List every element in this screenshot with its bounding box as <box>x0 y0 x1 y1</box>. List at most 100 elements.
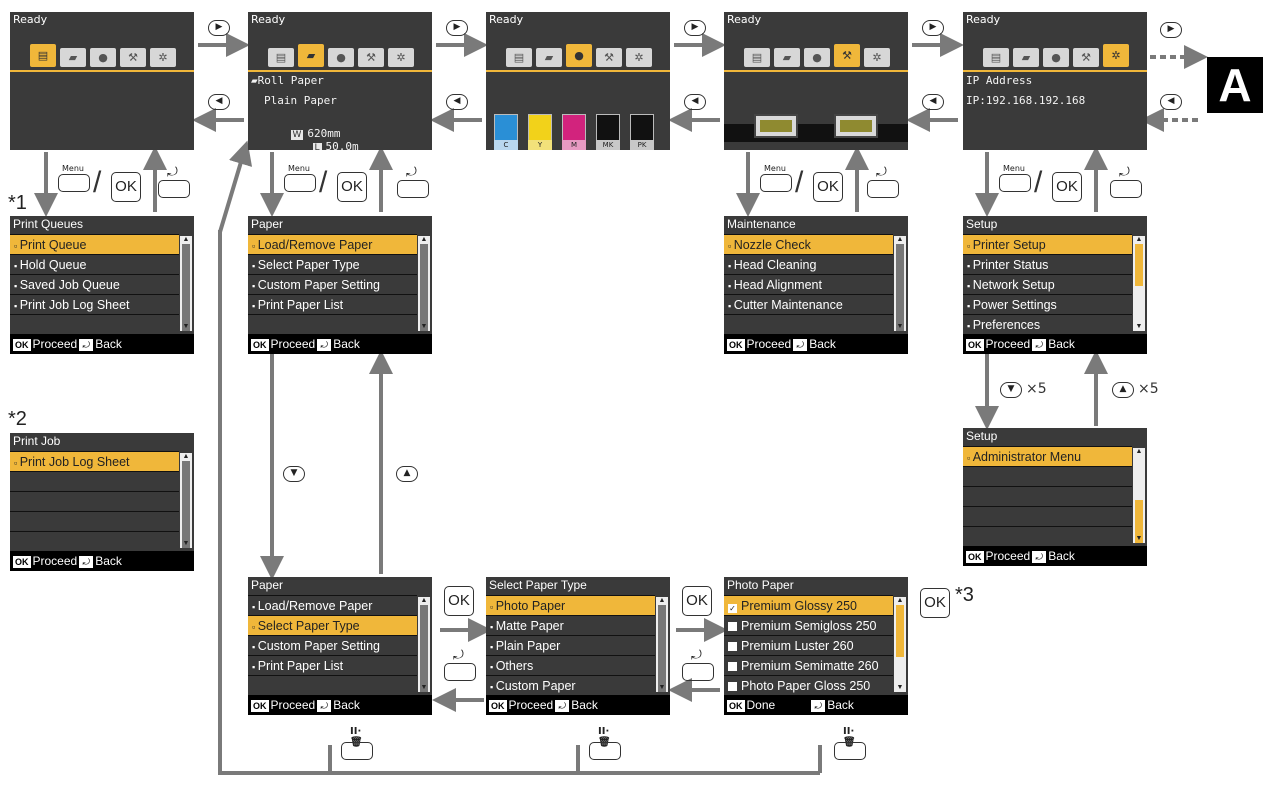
scroll-down-icon[interactable]: ▼ <box>658 684 666 691</box>
scroll-down-icon[interactable]: ▼ <box>1135 323 1143 330</box>
menu-list: ▫ Nozzle Check▪ Head Cleaning▪ Head Alig… <box>724 234 893 334</box>
menu-item-label: Print Job Log Sheet <box>19 455 130 469</box>
menu-button-setup: Menu <box>999 164 1031 192</box>
menu-item[interactable]: ▪ Load/Remove Paper <box>248 595 417 615</box>
bullet-icon: ▫ <box>14 241 20 251</box>
menu-item[interactable] <box>10 531 179 551</box>
scrollbar[interactable]: ▲▼ <box>1133 448 1145 543</box>
menu-item[interactable]: Photo Paper Gloss 250 <box>724 675 893 695</box>
menu-item[interactable]: ▫ Print Job Log Sheet <box>10 451 179 471</box>
queue-tab-icon: ▤ <box>744 48 770 67</box>
scroll-up-icon[interactable]: ▲ <box>420 236 428 243</box>
menu-item[interactable]: ▪ Matte Paper <box>486 615 655 635</box>
menu-item[interactable] <box>10 491 179 511</box>
menu-title: Print Queues <box>13 217 84 231</box>
menu-title: Photo Paper <box>727 578 794 592</box>
scroll-down-icon[interactable]: ▼ <box>1135 535 1143 542</box>
menu-item[interactable]: ▪ Saved Job Queue <box>10 274 179 294</box>
scrollbar[interactable]: ▲▼ <box>418 597 430 692</box>
scrollbar[interactable]: ▲▼ <box>1133 236 1145 331</box>
menu-item[interactable]: Premium Semigloss 250 <box>724 615 893 635</box>
menu-item[interactable] <box>963 466 1132 486</box>
menu-item[interactable]: ▪ Head Cleaning <box>724 254 893 274</box>
scroll-down-icon[interactable]: ▼ <box>182 323 190 330</box>
menu-item[interactable]: ▪ Head Alignment <box>724 274 893 294</box>
ok-key-icon: OK <box>251 339 269 351</box>
menu-item[interactable]: ▫ Administrator Menu <box>963 446 1132 466</box>
menu-item[interactable]: Premium Semimatte 260 <box>724 655 893 675</box>
scrollbar[interactable]: ▲▼ <box>894 236 906 331</box>
menu-item[interactable] <box>10 511 179 531</box>
ok-button-b3: OK <box>920 588 950 618</box>
menu-item[interactable]: ▪ Cutter Maintenance <box>724 294 893 314</box>
menu-item[interactable] <box>963 486 1132 506</box>
maintenance-strip <box>724 124 908 142</box>
scrollbar[interactable]: ▲▼ <box>180 453 192 548</box>
scroll-up-icon[interactable]: ▲ <box>182 453 190 460</box>
scroll-up-icon[interactable]: ▲ <box>1135 236 1143 243</box>
menu-item[interactable]: ▪ Printer Status <box>963 254 1132 274</box>
scrollbar[interactable]: ▲▼ <box>894 597 906 692</box>
menu-item[interactable]: ▪ Print Paper List <box>248 655 417 675</box>
menu-item[interactable]: ▫ Print Queue <box>10 234 179 254</box>
menu-item[interactable]: ▪ Custom Paper Setting <box>248 274 417 294</box>
menu-item[interactable] <box>963 506 1132 526</box>
menu-item[interactable]: ✓Premium Glossy 250 <box>724 595 893 615</box>
scroll-up-icon[interactable]: ▲ <box>658 597 666 604</box>
menu-item[interactable]: ▪ Power Settings <box>963 294 1132 314</box>
scroll-up-icon[interactable]: ▲ <box>896 597 904 604</box>
scrollbar-thumb[interactable] <box>182 244 190 331</box>
menu-item[interactable]: ▪ Network Setup <box>963 274 1132 294</box>
menu-item[interactable]: Premium Luster 260 <box>724 635 893 655</box>
menu-item[interactable] <box>724 314 893 334</box>
scrollbar-thumb[interactable] <box>896 244 904 331</box>
scroll-down-icon[interactable]: ▼ <box>182 540 190 547</box>
menu-item[interactable]: ▪ Hold Queue <box>10 254 179 274</box>
scrollbar-thumb[interactable] <box>658 605 666 692</box>
scrollbar-thumb[interactable] <box>420 605 428 692</box>
ok-button-b2: OK <box>682 586 712 616</box>
scroll-up-icon[interactable]: ▲ <box>420 597 428 604</box>
scrollbar-thumb[interactable] <box>1135 244 1143 286</box>
queue-tab-icon: ▤ <box>506 48 532 67</box>
scrollbar-thumb[interactable] <box>182 461 190 548</box>
scrollbar-thumb[interactable] <box>420 244 428 331</box>
menu-item[interactable]: ▪ Custom Paper Setting <box>248 635 417 655</box>
menu-item[interactable]: ▪ Select Paper Type <box>248 254 417 274</box>
menu-item[interactable]: ▪ Print Paper List <box>248 294 417 314</box>
scroll-down-icon[interactable]: ▼ <box>420 323 428 330</box>
scroll-up-icon[interactable]: ▲ <box>1135 448 1143 455</box>
menu-item[interactable] <box>963 526 1132 546</box>
menu-item[interactable] <box>248 675 417 695</box>
menu-item[interactable]: ▫ Nozzle Check <box>724 234 893 254</box>
scroll-up-icon[interactable]: ▲ <box>896 236 904 243</box>
bullet-icon: ▫ <box>252 622 258 632</box>
scrollbar[interactable]: ▲▼ <box>418 236 430 331</box>
menu-item[interactable] <box>10 314 179 334</box>
menu-item[interactable]: ▪ Plain Paper <box>486 635 655 655</box>
back-key-icon: ⤾ <box>1032 339 1047 351</box>
scrollbar[interactable]: ▲▼ <box>180 236 192 331</box>
scroll-down-icon[interactable]: ▼ <box>896 684 904 691</box>
menu-item[interactable]: ▫ Select Paper Type <box>248 615 417 635</box>
menu-button-maint: Menu <box>760 164 792 192</box>
menu-item[interactable]: ▪ Print Job Log Sheet <box>10 294 179 314</box>
menu-item[interactable]: ▪ Custom Paper <box>486 675 655 695</box>
paper-tab-icon: ▰ <box>1013 48 1039 67</box>
footer-back-label: Back <box>333 698 360 712</box>
menu-item[interactable]: ▫ Photo Paper <box>486 595 655 615</box>
scrollbar[interactable]: ▲▼ <box>656 597 668 692</box>
menu-item[interactable]: ▪ Preferences <box>963 314 1132 334</box>
scrollbar-thumb[interactable] <box>1135 500 1143 543</box>
scroll-down-icon[interactable]: ▼ <box>896 323 904 330</box>
scroll-down-icon[interactable]: ▼ <box>420 684 428 691</box>
menu-item[interactable]: ▫ Printer Setup <box>963 234 1132 254</box>
scrollbar-thumb[interactable] <box>896 605 904 657</box>
scroll-up-icon[interactable]: ▲ <box>182 236 190 243</box>
menu-item[interactable] <box>10 471 179 491</box>
menu-item[interactable] <box>248 314 417 334</box>
menu-item[interactable]: ▫ Load/Remove Paper <box>248 234 417 254</box>
setup-tab-icon: ✲ <box>388 48 414 67</box>
menu-item[interactable]: ▪ Others <box>486 655 655 675</box>
up-button: ▲ <box>396 466 418 482</box>
